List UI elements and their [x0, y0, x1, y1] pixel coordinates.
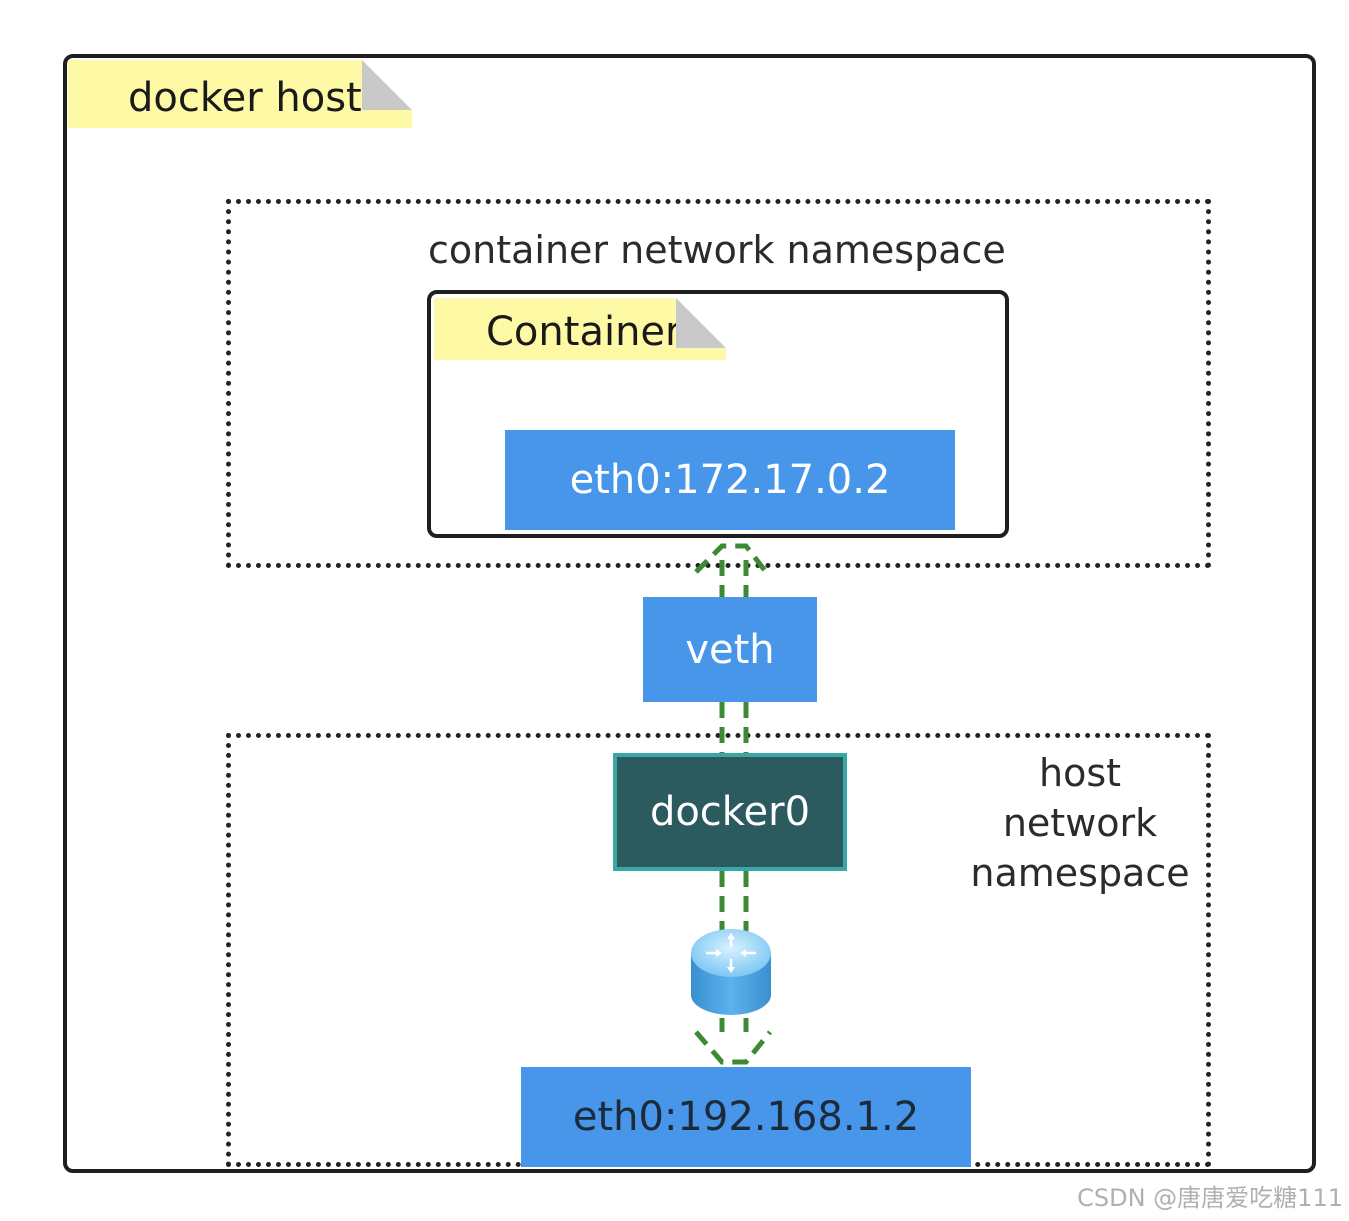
docker-host-note: docker host [68, 60, 412, 128]
container-label: Container [486, 309, 682, 355]
container-note: Container [434, 298, 726, 360]
host-namespace-label: host network namespace [970, 751, 1190, 895]
container-namespace-label: container network namespace [428, 228, 1006, 272]
container-eth0-interface: eth0:172.17.0.2 [505, 430, 955, 530]
veth-interface: veth [643, 597, 817, 702]
arrowhead-host [694, 1030, 772, 1065]
arrowhead-container [694, 543, 768, 574]
host-eth0-interface: eth0:192.168.1.2 [521, 1067, 971, 1167]
docker-host-frame [63, 54, 1316, 1173]
router-icon [688, 925, 774, 1021]
container-network-namespace [226, 199, 1211, 568]
note-fold-icon [676, 298, 726, 348]
docker-host-label: docker host [128, 75, 362, 121]
note-fold-icon [362, 60, 412, 110]
docker0-bridge: docker0 [613, 753, 847, 871]
watermark: CSDN @唐唐爱吃糖111 [1077, 1184, 1343, 1212]
